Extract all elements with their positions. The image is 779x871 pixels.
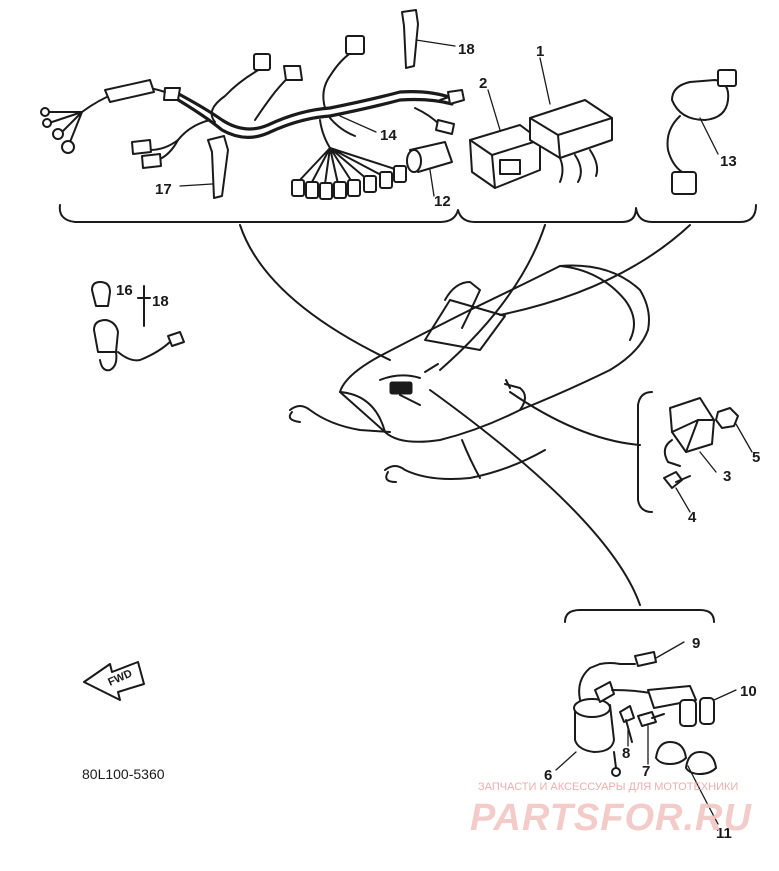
socket-15 <box>93 285 185 372</box>
snowmobile-body <box>288 264 650 483</box>
callout-leaders <box>179 39 753 825</box>
callout-7: 7 <box>642 763 650 780</box>
cable-band-17 <box>207 135 229 199</box>
callout-1: 1 <box>536 43 544 60</box>
callout-4: 4 <box>688 509 697 526</box>
ignition-coil-6 <box>573 662 636 753</box>
callout-8: 8 <box>622 745 630 762</box>
right-bracket <box>637 391 653 513</box>
nut-5 <box>715 407 739 429</box>
callout-9: 9 <box>692 635 700 652</box>
callout-13: 13 <box>720 153 737 170</box>
screw-8 <box>611 705 635 777</box>
voltage-regulator-3 <box>663 397 715 467</box>
watermark: ЗАПЧАСТИ И АКСЕССУАРЫ ДЛЯ МОТОТЕХНИКИ PA… <box>470 781 752 839</box>
callout-17: 17 <box>155 181 172 198</box>
callout-2: 2 <box>479 75 487 92</box>
callout-12: 12 <box>434 193 451 210</box>
part-code: 80L100-5360 <box>82 766 165 782</box>
callout-3: 3 <box>723 468 731 485</box>
cable-band-18 <box>401 9 419 69</box>
connector-cover-12 <box>406 141 453 173</box>
callout-11: 11 <box>716 825 732 842</box>
terminal-9 <box>634 651 657 667</box>
callout-5: 5 <box>752 449 760 466</box>
callout-16: 16 <box>116 282 133 299</box>
bulb-16 <box>91 281 111 307</box>
callout-18-left: 18 <box>152 293 169 310</box>
watermark-logo-text: PARTSFOR.RU <box>470 797 752 839</box>
callout-14: 14 <box>380 127 397 144</box>
grommet-11 <box>655 741 717 775</box>
plug-cap-10 <box>611 685 715 727</box>
top-group-bracket <box>58 204 757 223</box>
cdi-unit-2 <box>469 124 541 189</box>
regulator-1 <box>529 99 613 183</box>
callout-numbers: 1 2 3 4 5 6 7 8 9 10 11 12 13 14 16 17 1… <box>116 41 760 842</box>
fwd-arrow-icon: FWD <box>83 661 145 701</box>
callout-10: 10 <box>740 683 757 700</box>
wire-harness <box>40 35 465 200</box>
watermark-tagline: ЗАПЧАСТИ И АКСЕССУАРЫ ДЛЯ МОТОТЕХНИКИ <box>478 781 738 793</box>
bolt-4 <box>663 471 691 489</box>
bottom-group-bracket <box>564 609 715 623</box>
main-switch-13 <box>666 69 737 195</box>
screw-7 <box>637 711 665 727</box>
callout-18-top: 18 <box>458 41 475 58</box>
callout-6: 6 <box>544 767 552 784</box>
side-leader-lines <box>429 389 641 606</box>
top-leader-lines <box>239 224 691 371</box>
